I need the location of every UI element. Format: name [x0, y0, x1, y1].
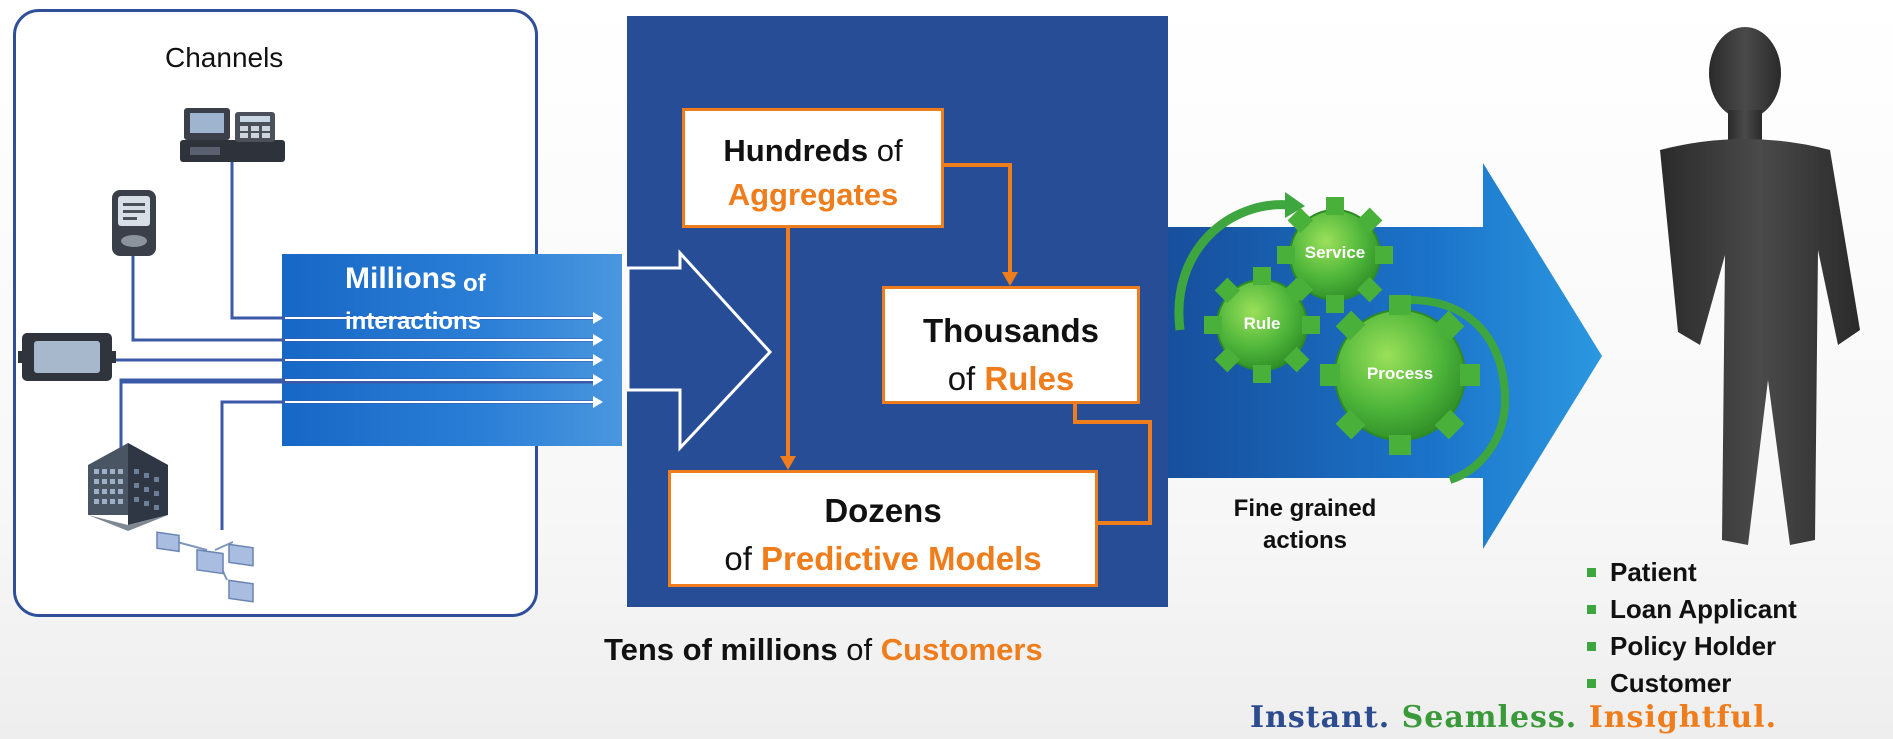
gear-rule-label: Rule [1243, 314, 1281, 333]
bullet-icon [1587, 642, 1596, 651]
tens-of-millions-label: Tens of millions [604, 632, 838, 667]
interaction-arrowheads [593, 312, 603, 408]
hundreds-of: of [876, 133, 903, 168]
audience-list: Patient Loan Applicant Policy Holder Cus… [1585, 554, 1797, 702]
list-item: Patient [1585, 554, 1797, 591]
dozens-label: Dozens [824, 492, 942, 529]
hollow-arrow-icon [626, 249, 773, 452]
predictive-models-label: Predictive Models [761, 540, 1042, 577]
mobile-device-icon [112, 190, 156, 256]
millions-label: Millions [345, 262, 457, 295]
aggregates-box: Hundreds of Aggregates [682, 108, 944, 228]
tagline-seamless: Seamless. [1401, 700, 1578, 735]
card-reader-icon [18, 333, 116, 381]
tens-of-label: of [846, 632, 873, 667]
interactions-band [282, 254, 622, 446]
bullet-icon [1587, 605, 1596, 614]
person-silhouette-icon [1660, 27, 1860, 545]
rules-label: Rules [984, 360, 1075, 397]
thousands-of: of [947, 360, 976, 397]
customers-label: Customers [880, 632, 1043, 667]
gear-process-label: Process [1366, 364, 1434, 383]
hundreds-label: Hundreds [723, 133, 869, 168]
bullet-icon [1587, 679, 1596, 688]
tagline-instant: Instant. [1250, 700, 1391, 735]
channel-connectors [105, 157, 593, 530]
gear-service-label: Service [1304, 243, 1366, 262]
office-building-icon [88, 443, 168, 531]
network-nodes-icon [156, 531, 254, 603]
list-item: Loan Applicant [1585, 591, 1797, 628]
millions-of-label: of [463, 270, 486, 297]
rules-box: Thousands of Rules [882, 286, 1140, 404]
tagline: Instant. Seamless. Insightful. [1250, 700, 1777, 735]
fine-grained-actions-label: Fine grained actions [1233, 495, 1377, 554]
customers-caption: Tens of millions of Customers [604, 632, 1043, 668]
channels-title: Channels [165, 42, 284, 73]
list-item: Customer [1585, 665, 1797, 702]
aggregates-label: Aggregates [727, 177, 899, 212]
flow-arrowheads [780, 272, 1018, 470]
bullet-icon [1587, 568, 1596, 577]
predictive-models-box: Dozens of Predictive Models [668, 470, 1098, 587]
tagline-insightful: Insightful. [1588, 700, 1778, 735]
list-item: Policy Holder [1585, 628, 1797, 665]
flow-connectors [786, 163, 1152, 525]
interaction-lines [285, 317, 593, 403]
thousands-label: Thousands [922, 312, 1099, 349]
pos-terminal-icon [180, 108, 285, 162]
interactions-label: interactions [345, 308, 482, 335]
dozens-of: of [724, 540, 752, 577]
